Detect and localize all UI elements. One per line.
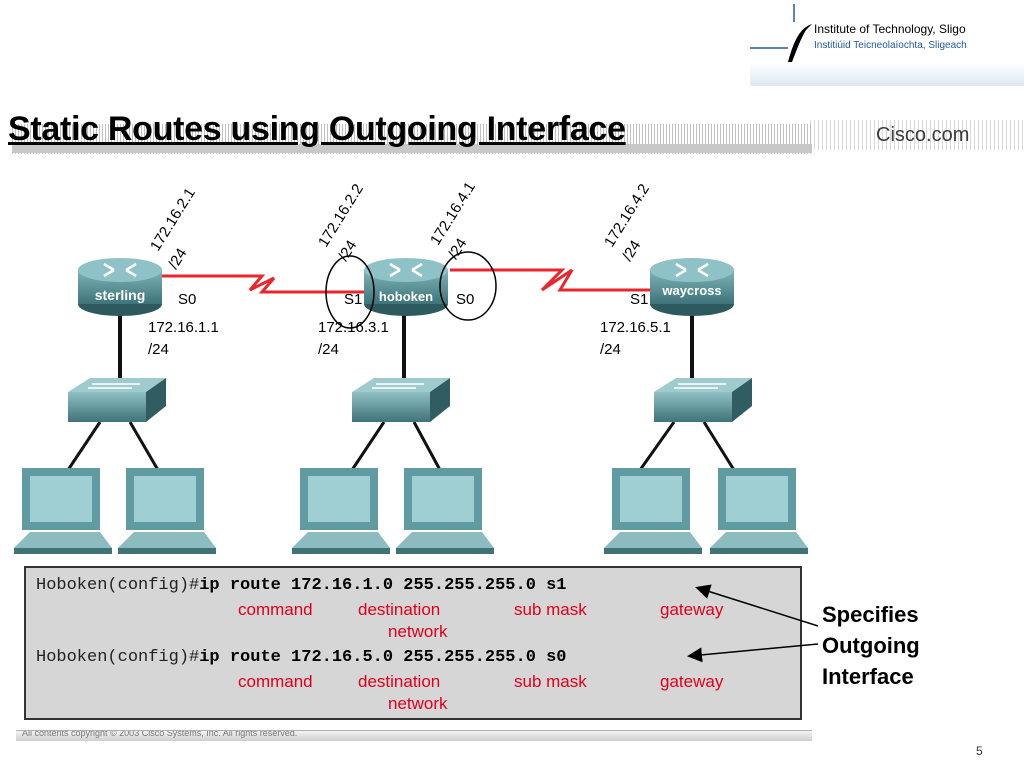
label-network: network bbox=[388, 622, 448, 641]
copyright-bar: All contents copyright © 2003 Cisco Syst… bbox=[16, 730, 812, 741]
highlight-circle-s0 bbox=[439, 251, 497, 321]
logo-fade bbox=[750, 62, 1024, 86]
label-gateway: gateway bbox=[660, 600, 724, 619]
annotation-line-1: Specifies bbox=[822, 602, 919, 627]
label-command: command bbox=[238, 672, 313, 691]
router-label: sterling bbox=[95, 287, 146, 303]
page-number: 5 bbox=[976, 744, 983, 758]
logo-line-2: Institiúid Teicneolaíochta, Sligeach bbox=[814, 40, 967, 51]
lan-mask-label: /24 bbox=[148, 341, 169, 358]
iface-label: S1 bbox=[344, 291, 362, 308]
iface-label: S0 bbox=[178, 291, 196, 308]
label-destination: destination bbox=[358, 672, 441, 691]
label-gateway: gateway bbox=[660, 672, 724, 691]
slide-title: Static Routes using Outgoing Interface bbox=[8, 110, 626, 148]
annotation-line-2: Outgoing bbox=[822, 633, 920, 658]
lan-ip-label: 172.16.5.1 bbox=[600, 319, 671, 336]
switch-sterling bbox=[68, 378, 166, 422]
cisco-brand: Cisco.com bbox=[876, 124, 970, 146]
command-text: ip route 172.16.1.0 255.255.255.0 s1 bbox=[199, 576, 567, 595]
iface-label: S0 bbox=[456, 291, 474, 308]
router-sterling: sterling bbox=[78, 258, 162, 316]
institute-logo: Institute of Technology, Sligo Institiúi… bbox=[750, 0, 1024, 86]
annotation-arrows bbox=[687, 584, 819, 663]
mask-label: /24 bbox=[165, 245, 190, 272]
pc-icon bbox=[14, 468, 112, 554]
command-line-1: Hoboken(config)#ip route 172.16.1.0 255.… bbox=[36, 576, 567, 595]
network-diagram: sterling hoboken waycross bbox=[14, 179, 808, 554]
lan-mask-label: /24 bbox=[318, 341, 339, 358]
ip-label: 172.16.2.1 bbox=[147, 185, 199, 254]
ip-label: 172.16.2.2 bbox=[315, 181, 367, 250]
router-label: waycross bbox=[661, 283, 721, 298]
pc-icon bbox=[604, 468, 702, 554]
router-label: hoboken bbox=[379, 289, 433, 304]
lan-mask-label: /24 bbox=[600, 341, 621, 358]
ip-label: 172.16.4.1 bbox=[427, 179, 479, 248]
label-network: network bbox=[388, 694, 448, 713]
pc-links bbox=[66, 421, 736, 471]
serial-link-right bbox=[450, 268, 650, 292]
iface-label: S1 bbox=[630, 291, 648, 308]
switch-hoboken bbox=[352, 378, 450, 422]
prompt-text: Hoboken(config)# bbox=[36, 648, 200, 667]
label-destination: destination bbox=[358, 600, 441, 619]
switch-waycross bbox=[654, 378, 752, 422]
prompt-text: Hoboken(config)# bbox=[36, 576, 200, 595]
copyright-text: All contents copyright © 2003 Cisco Syst… bbox=[22, 730, 298, 738]
annotation-line-3: Interface bbox=[822, 664, 914, 689]
serial-link-left bbox=[152, 274, 368, 294]
command-panel: Hoboken(config)#ip route 172.16.1.0 255.… bbox=[24, 566, 802, 720]
label-submask: sub mask bbox=[514, 672, 587, 691]
mask-label: /24 bbox=[445, 235, 470, 262]
swoosh-icon bbox=[750, 4, 812, 62]
logo-line-1: Institute of Technology, Sligo bbox=[814, 22, 966, 36]
command-line-2: Hoboken(config)#ip route 172.16.5.0 255.… bbox=[36, 648, 567, 667]
brand-strip bbox=[810, 120, 1024, 150]
lan-ip-label: 172.16.3.1 bbox=[318, 319, 389, 336]
title-bar-bottom bbox=[12, 144, 812, 153]
label-command: command bbox=[238, 600, 313, 619]
lan-ip-label: 172.16.1.1 bbox=[148, 319, 219, 336]
mask-label: /24 bbox=[619, 237, 644, 264]
ip-label: 172.16.4.2 bbox=[601, 181, 653, 250]
pc-icon bbox=[118, 468, 216, 554]
pc-icon bbox=[292, 468, 390, 554]
highlight-circle-s1 bbox=[325, 255, 375, 329]
arrow-icon bbox=[687, 643, 819, 663]
pc-icon bbox=[396, 468, 494, 554]
arrow-icon bbox=[695, 584, 819, 627]
command-text: ip route 172.16.5.0 255.255.255.0 s0 bbox=[199, 648, 567, 667]
router-hoboken: hoboken bbox=[364, 258, 448, 316]
pc-icon bbox=[710, 468, 808, 554]
router-waycross: waycross bbox=[650, 258, 734, 316]
label-submask: sub mask bbox=[514, 600, 587, 619]
